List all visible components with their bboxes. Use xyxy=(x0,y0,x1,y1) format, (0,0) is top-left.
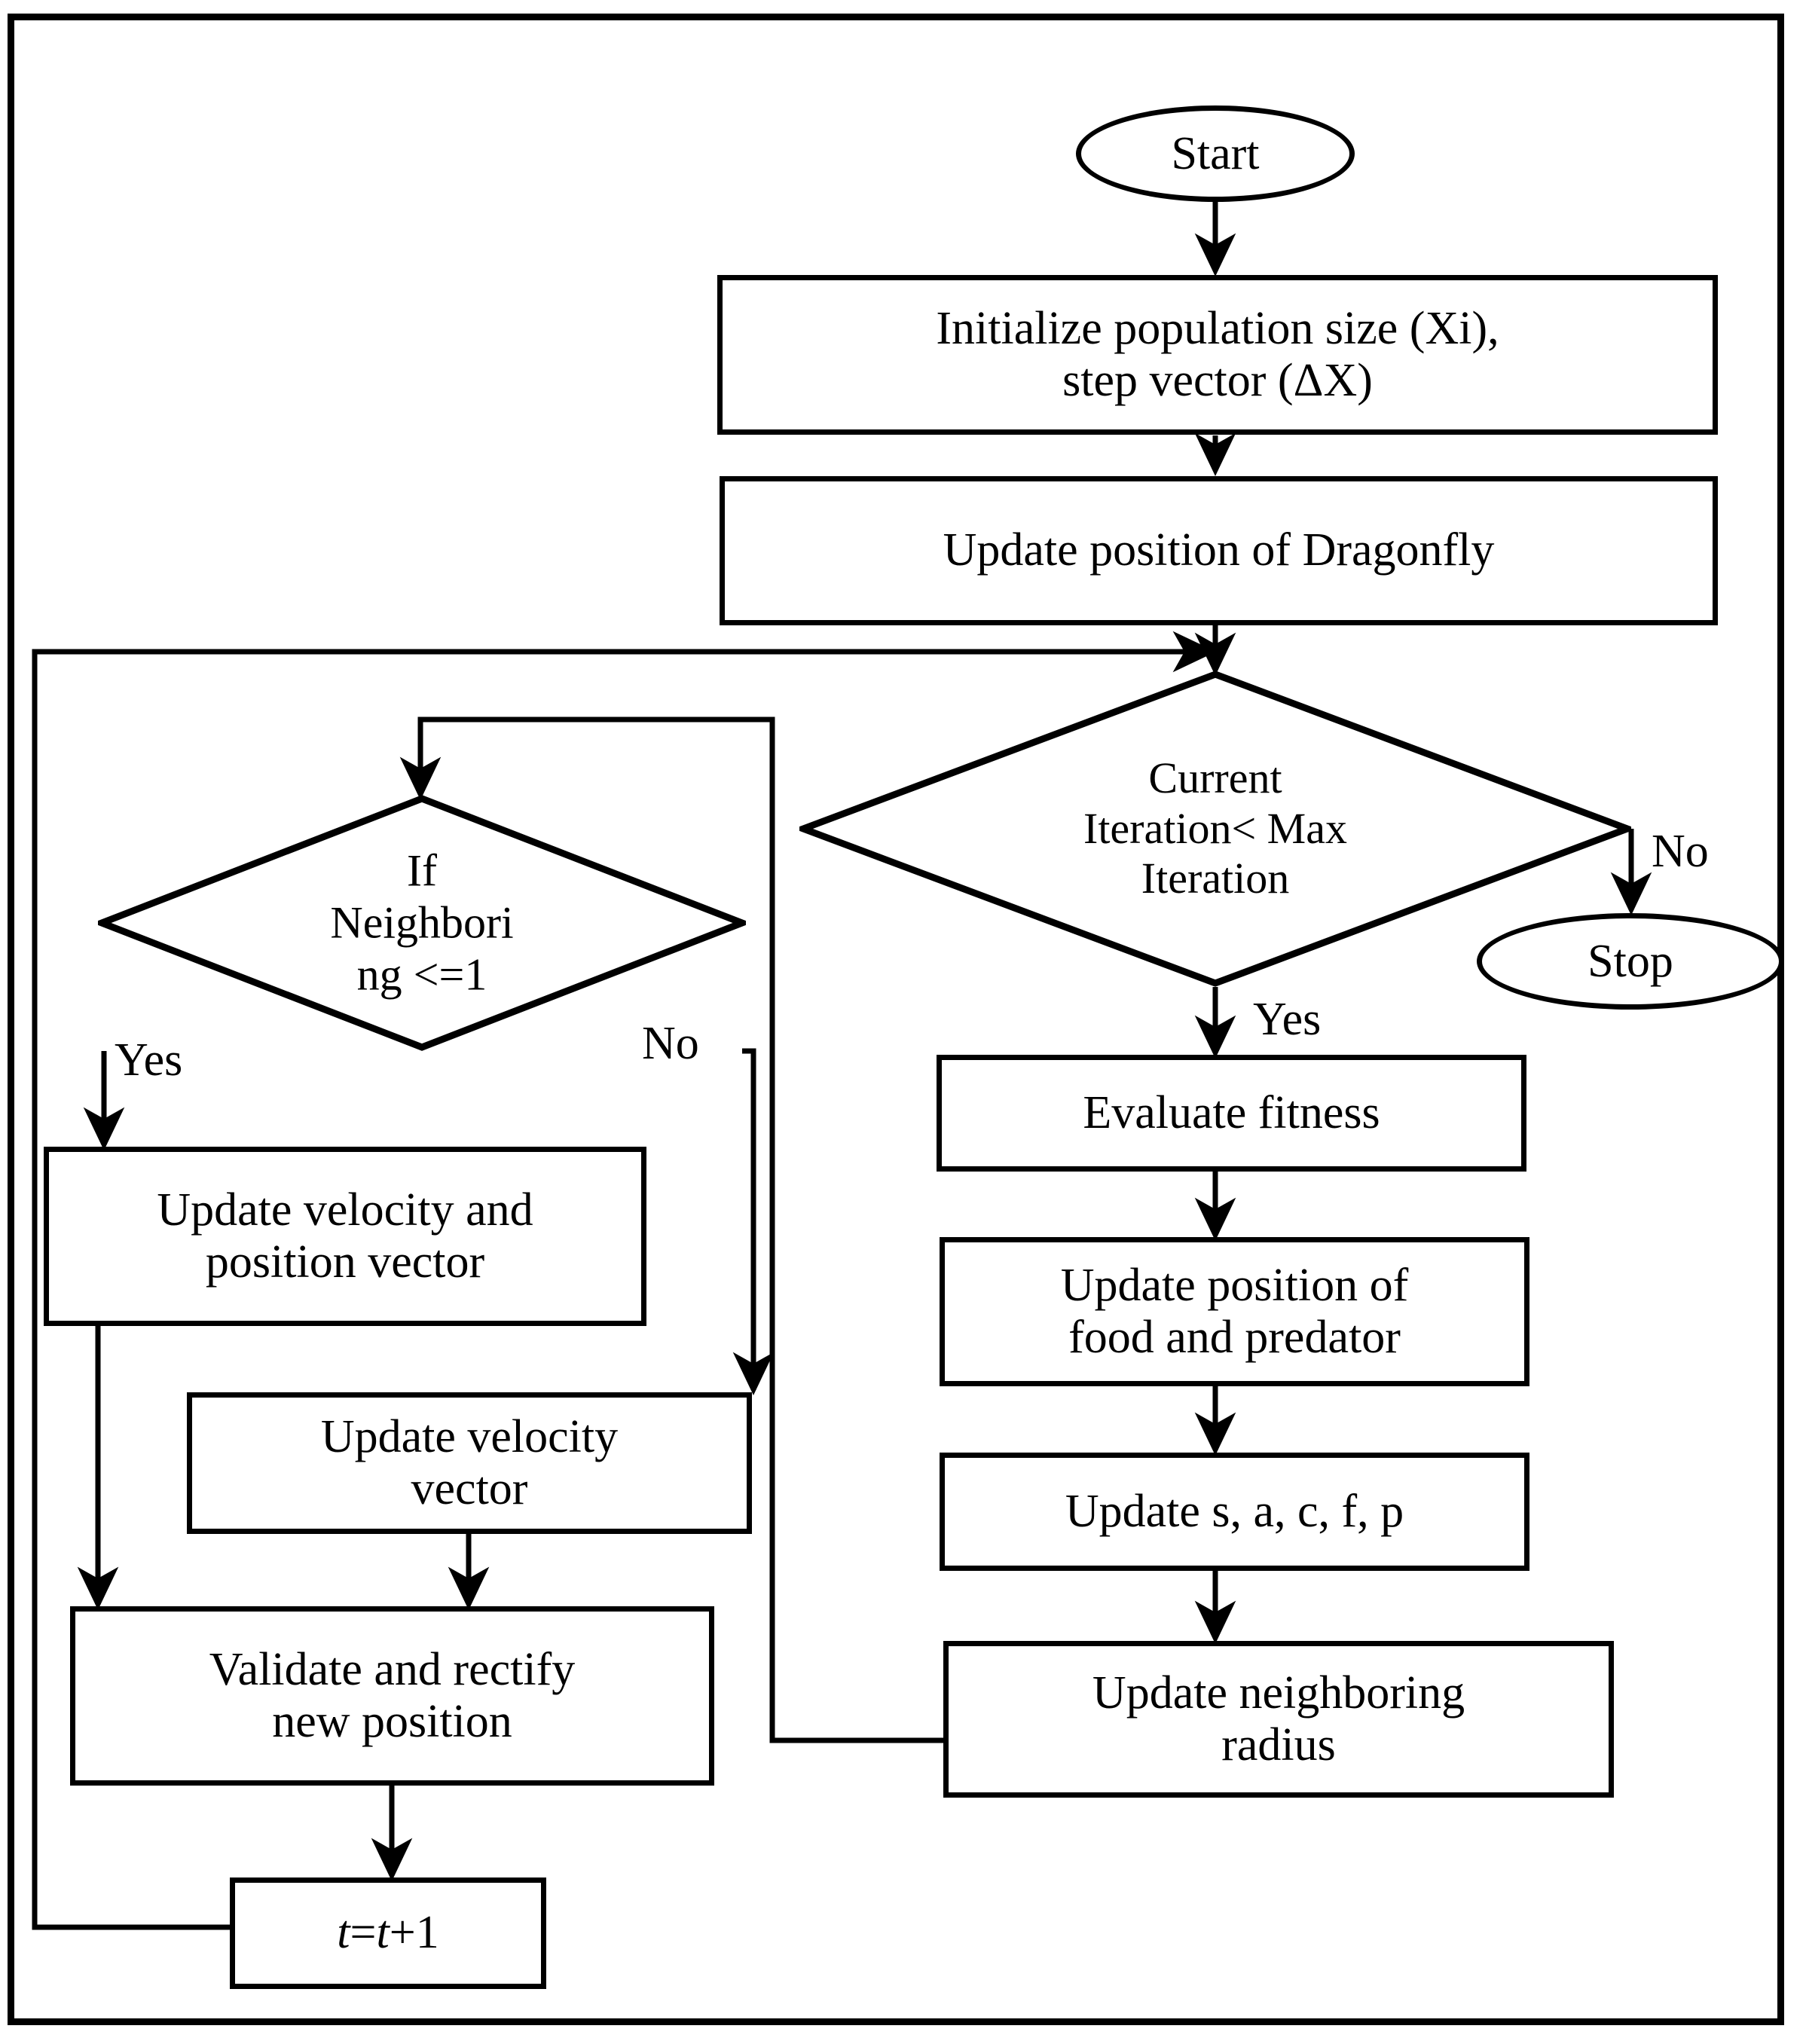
node-initialize-label: Initialize population size (Xi),step vec… xyxy=(936,302,1499,406)
node-update-sacfp[interactable]: Update s, a, c, f, p xyxy=(940,1453,1529,1571)
edge-label-iteration-yes: Yes xyxy=(1253,994,1322,1045)
node-update-sacfp-label: Update s, a, c, f, p xyxy=(1065,1485,1404,1537)
node-start-label: Start xyxy=(1171,127,1260,179)
neighboring-check-shape xyxy=(92,795,752,1051)
edge-label-iteration-no: No xyxy=(1652,826,1709,877)
node-evaluate-fitness[interactable]: Evaluate fitness xyxy=(937,1055,1526,1172)
node-stop-label: Stop xyxy=(1588,935,1673,987)
node-initialize[interactable]: Initialize population size (Xi),step vec… xyxy=(717,275,1718,435)
node-start[interactable]: Start xyxy=(1076,105,1355,202)
node-evaluate-fitness-label: Evaluate fitness xyxy=(1083,1086,1380,1138)
iteration-check-shape xyxy=(793,671,1637,987)
node-increment-t[interactable]: t=t+1 xyxy=(230,1877,546,1989)
edge-label-neighboring-no: No xyxy=(642,1018,699,1069)
node-update-position-dragonfly-label: Update position of Dragonfly xyxy=(943,524,1495,576)
diagram-border xyxy=(8,14,1784,2025)
node-update-position-dragonfly[interactable]: Update position of Dragonfly xyxy=(720,476,1718,625)
edge-label-neighboring-yes: Yes xyxy=(115,1034,183,1086)
node-stop[interactable]: Stop xyxy=(1477,913,1784,1010)
node-increment-t-label: t=t+1 xyxy=(337,1907,439,1959)
